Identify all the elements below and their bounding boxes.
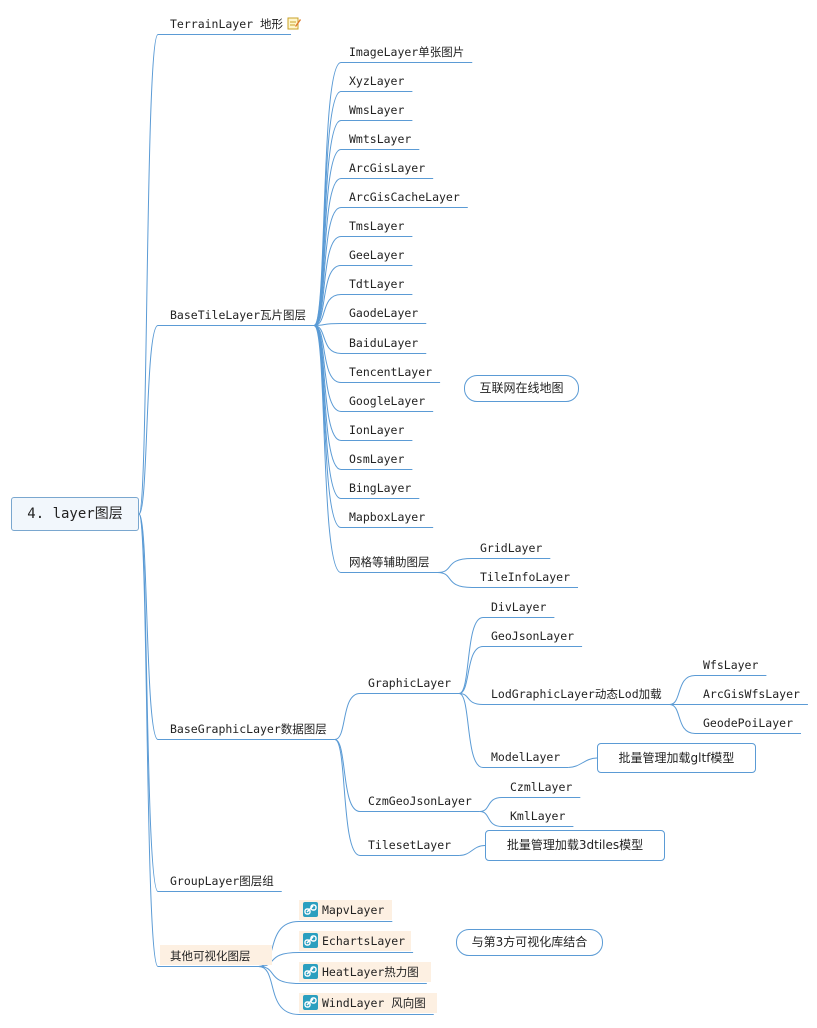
connector-line — [459, 693, 484, 705]
connector-line — [313, 294, 342, 326]
connector-line — [459, 845, 486, 856]
grid-group-node[interactable]: 网格等辅助图层 — [349, 555, 430, 569]
tile-layer-item[interactable]: TencentLayer — [349, 365, 433, 379]
connector-line — [313, 325, 342, 441]
czmllayer-node[interactable]: CzmlLayer — [510, 780, 573, 794]
tile-layer-item[interactable]: XyzLayer — [349, 74, 405, 88]
connector-line — [313, 325, 342, 383]
connector-line — [138, 325, 159, 515]
arcgiswfslayer-node[interactable]: ArcGisWfsLayer — [703, 687, 800, 701]
divlayer-node[interactable]: DivLayer — [491, 600, 547, 614]
other-visual-layer-node[interactable]: 其他可视化图层 — [170, 949, 251, 963]
connector-line — [138, 513, 159, 892]
connector-line — [258, 952, 300, 967]
tile-layer-item[interactable]: MapboxLayer — [349, 510, 426, 524]
connector-line — [334, 693, 361, 740]
basegraphic-layer-node[interactable]: BaseGraphicLayer数据图层 — [170, 722, 327, 736]
tileinfolayer-node[interactable]: TileInfoLayer — [480, 570, 571, 584]
link-icon[interactable] — [303, 964, 318, 979]
echartslayer-node[interactable]: EchartsLayer — [322, 934, 406, 948]
basetile-layer-node[interactable]: BaseTileLayer瓦片图层 — [170, 308, 307, 322]
tilesetlayer-node[interactable]: TilesetLayer — [368, 838, 452, 852]
connector-line — [669, 704, 696, 734]
tile-layer-item[interactable]: ArcGisLayer — [349, 161, 426, 175]
terrain-layer-label: TerrainLayer 地形 — [170, 17, 284, 31]
connector-line — [458, 617, 484, 694]
connector-line — [258, 966, 300, 984]
gridlayer-node[interactable]: GridLayer — [480, 541, 543, 555]
gltf-model-callout: 批量管理加载gltf模型 — [597, 743, 756, 773]
heatlayer-node[interactable]: HeatLayer热力图 — [322, 965, 419, 979]
root-node[interactable]: 4. layer图层 — [11, 497, 139, 531]
kmllayer-node[interactable]: KmlLayer — [510, 809, 566, 823]
connector-line — [458, 646, 484, 694]
connector-line — [479, 797, 503, 812]
geodepoilayer-node[interactable]: GeodePoiLayer — [703, 716, 794, 730]
note-icon[interactable] — [287, 16, 301, 33]
czmgeojsonlayer-node[interactable]: CzmGeoJsonLayer — [368, 794, 472, 808]
graphiclayer-node[interactable]: GraphicLayer — [368, 676, 452, 690]
connector-line — [437, 558, 473, 573]
link-icon[interactable] — [303, 933, 318, 948]
tile-layer-item[interactable]: BaiduLayer — [349, 336, 419, 350]
link-icon[interactable] — [303, 995, 318, 1010]
connector-line — [313, 236, 342, 326]
connector-line — [314, 323, 342, 326]
connector-line — [313, 265, 342, 326]
tile-layer-item[interactable]: WmtsLayer — [349, 132, 412, 146]
connector-line — [138, 34, 159, 515]
tile-layer-item[interactable]: BingLayer — [349, 481, 412, 495]
online-map-callout: 互联网在线地图 — [464, 375, 579, 402]
connector-line — [334, 739, 361, 812]
lodgraphiclayer-node[interactable]: LodGraphicLayer动态Lod加载 — [491, 687, 662, 701]
connector-line — [334, 739, 361, 856]
tile-layer-item[interactable]: ArcGisCacheLayer — [349, 190, 460, 204]
3dtiles-model-callout: 批量管理加载3dtiles模型 — [485, 830, 665, 861]
tile-layer-item[interactable]: GoogleLayer — [349, 394, 426, 408]
wfslayer-node[interactable]: WfsLayer — [703, 658, 759, 672]
connector-line — [669, 675, 696, 705]
tile-layer-item[interactable]: WmsLayer — [349, 103, 405, 117]
tile-layer-item[interactable]: IonLayer — [349, 423, 405, 437]
geojsonlayer-node[interactable]: GeoJsonLayer — [491, 629, 575, 643]
tile-layer-item[interactable]: GaodeLayer — [349, 306, 419, 320]
mapvlayer-node[interactable]: MapvLayer — [322, 903, 385, 917]
connector-line — [138, 513, 159, 740]
modellayer-node[interactable]: ModelLayer — [491, 750, 561, 764]
connector-line — [258, 966, 300, 1015]
group-layer-node[interactable]: GroupLayer图层组 — [170, 874, 274, 888]
connector-line — [437, 572, 473, 588]
connector-line — [313, 178, 342, 326]
link-icon[interactable] — [303, 902, 318, 917]
windlayer-node[interactable]: WindLayer 风向图 — [322, 996, 426, 1010]
tile-layer-item[interactable]: TdtLayer — [349, 277, 405, 291]
connector-line — [313, 207, 342, 326]
terrain-layer-node[interactable]: TerrainLayer 地形 — [170, 17, 301, 31]
connector-line — [568, 757, 598, 768]
tile-layer-item[interactable]: GeeLayer — [349, 248, 405, 262]
connector-line — [138, 513, 159, 967]
tile-layer-item[interactable]: OsmLayer — [349, 452, 405, 466]
tile-layer-item[interactable]: TmsLayer — [349, 219, 405, 233]
connector-line — [313, 325, 342, 573]
tile-layer-item[interactable]: ImageLayer单张图片 — [349, 45, 465, 59]
connector-line — [479, 811, 503, 827]
third-party-callout: 与第3方可视化库结合 — [456, 929, 603, 956]
connector-line — [458, 693, 484, 768]
